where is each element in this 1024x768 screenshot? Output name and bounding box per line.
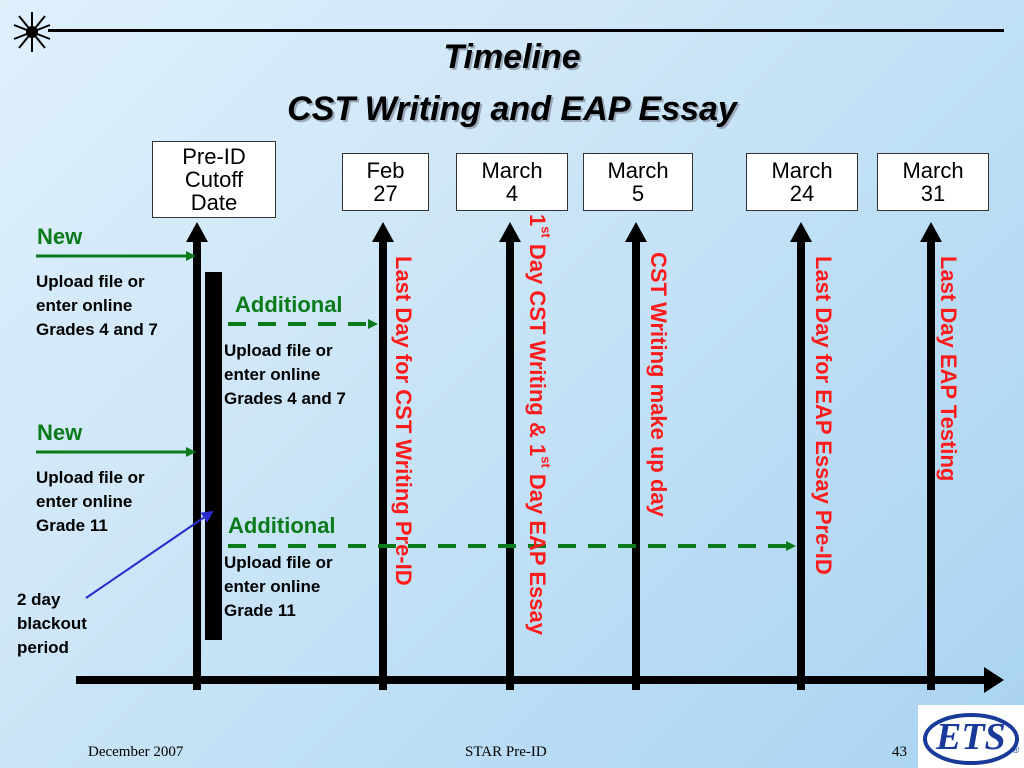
milestone-arrow-march-4 [499,222,521,690]
date-line: Pre-ID [182,144,246,169]
milestone-arrow-march-5 [625,222,647,690]
date-line: Cutoff [184,167,244,192]
note-line: Upload file or [36,272,145,291]
new-label-grades-4-7: New [37,224,83,249]
blackout-note: 2 day blackout period [17,588,87,660]
ordinal-suffix: st [538,226,554,238]
label-cst-makeup-day: CST Writing make up day [646,252,671,517]
date-line: March [902,158,964,183]
label-last-day-cst-writing-preid: Last Day for CST Writing Pre-ID [391,256,416,586]
note-line: Upload file or [36,468,145,487]
footer-date: December 2007 [88,744,184,760]
label-part: Day EAP Essay [525,467,550,635]
label-last-day-eap-preid: Last Day for EAP Essay Pre-ID [811,256,836,575]
label-part: Day CST Writing & 1 [525,237,550,457]
milestone-arrow-preid [186,222,208,690]
note-line: Grade 11 [224,601,296,620]
note-line: Grades 4 and 7 [36,320,158,339]
star-logo-icon [13,12,51,52]
additional-note-grades-4-7: Upload file or enter online Grades 4 and… [224,339,346,411]
new-note-grades-4-7: Upload file or enter online Grades 4 and… [36,270,158,342]
new-note-grade-11: Upload file or enter online Grade 11 [36,466,145,538]
note-line: Grade 11 [36,516,108,535]
date-box-march-31: March 31 [877,153,989,211]
note-line: period [17,638,69,657]
date-box-march-5: March 5 [583,153,693,211]
date-box-march-24: March 24 [746,153,858,211]
note-line: Upload file or [224,553,333,572]
note-line: Grades 4 and 7 [224,389,346,408]
label-first-day-cst-eap: 1st Day CST Writing & 1st Day EAP Essay [524,214,558,635]
footer-center: STAR Pre-ID [465,744,547,760]
note-line: 2 day [17,590,61,609]
date-box-preid-cutoff: Pre-ID Cutoff Date [152,141,276,218]
note-line: enter online [224,577,321,596]
note-line: blackout [17,614,87,633]
date-line: 4 [505,181,519,206]
date-box-feb-27: Feb 27 [342,153,429,211]
date-line: March [771,158,833,183]
ets-logo-ellipse-icon [923,713,1019,765]
note-line: enter online [224,365,321,384]
ets-logo-text: ETS [936,716,1006,758]
label-part: 1 [525,214,550,227]
header-rule [48,29,1004,32]
ets-logo-registered: ® [1012,745,1020,756]
time-axis-arrowhead [984,667,1004,693]
slide-title: Timeline [443,38,581,76]
note-line: enter online [36,296,133,315]
blackout-pointer-arrow [85,510,214,599]
milestone-arrow-march-31 [920,222,942,690]
date-line: 31 [920,181,946,206]
date-line: Feb [366,158,405,183]
label-last-day-eap-testing: Last Day EAP Testing [936,256,961,482]
date-line: 27 [373,181,398,206]
date-line: 24 [789,181,815,206]
date-box-march-4: March 4 [456,153,568,211]
ets-logo: ETS ® [918,705,1024,768]
ordinal-suffix: st [538,456,554,468]
note-line: Upload file or [224,341,333,360]
new-label-grade-11: New [37,420,83,445]
date-line: Date [190,190,238,215]
milestone-arrow-march-24 [790,222,812,690]
footer-page-number: 43 [892,744,907,760]
date-line: 5 [631,181,645,206]
milestone-arrow-feb-27 [372,222,394,690]
additional-label-grades-4-7: Additional [235,292,343,317]
blackout-period-bar [205,272,222,640]
additional-note-grade-11: Upload file or enter online Grade 11 [224,551,333,623]
note-line: enter online [36,492,133,511]
additional-label-grade-11: Additional [228,513,336,538]
date-line: March [607,158,669,183]
date-line: March [481,158,543,183]
slide-subtitle: CST Writing and EAP Essay [287,90,737,128]
